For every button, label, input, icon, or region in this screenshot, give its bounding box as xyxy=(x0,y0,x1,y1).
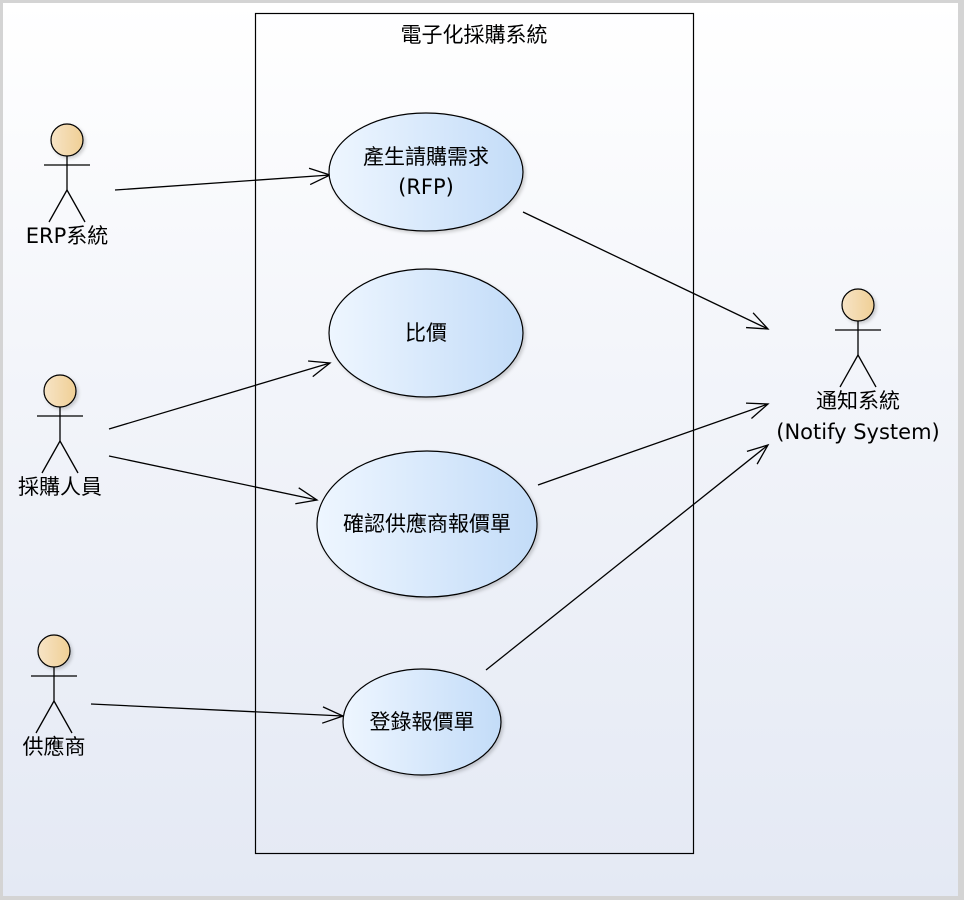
association-erp-rfp[interactable] xyxy=(114,167,332,191)
system-boundary-frame xyxy=(254,12,695,855)
use-case-register[interactable]: 登錄報價單 xyxy=(342,668,502,776)
actor-buyer[interactable]: 採購人員 xyxy=(18,374,102,499)
association-supplier-register[interactable] xyxy=(90,703,345,724)
association-line xyxy=(522,211,769,330)
use-case-rfp[interactable]: 產生請購需求 (RFP) xyxy=(328,112,524,232)
use-case-ellipse xyxy=(342,668,502,776)
actor-notify[interactable]: 通知系統 (Notify System) xyxy=(776,288,940,444)
association-line xyxy=(90,703,344,717)
stick-figure-icon xyxy=(44,123,90,223)
associations xyxy=(90,167,770,724)
association-line xyxy=(108,455,318,501)
use-case-label: (RFP) xyxy=(398,175,454,199)
use-case-ellipse xyxy=(316,450,538,598)
actor-label: 通知系統 xyxy=(816,389,900,413)
diagram-canvas: 電子化採購系統 產生請購需求 (RFP) 比價確認供應商報價單登錄報價單 ERP系統… xyxy=(3,3,958,896)
association-line xyxy=(485,444,769,671)
open-arrowhead-icon xyxy=(308,360,332,378)
use-case-confirm[interactable]: 確認供應商報價單 xyxy=(316,450,538,598)
association-line xyxy=(108,362,331,430)
actor-label: 採購人員 xyxy=(18,475,102,499)
association-buyer-compare[interactable] xyxy=(108,360,332,430)
actor-supplier[interactable]: 供應商 xyxy=(23,634,86,759)
association-rfp-notify[interactable] xyxy=(522,211,770,330)
actor-label: ERP系統 xyxy=(26,224,109,248)
actor-erp[interactable]: ERP系統 xyxy=(26,123,109,248)
association-line xyxy=(114,174,331,191)
use-case-label: 登錄報價單 xyxy=(370,710,475,734)
actor-label: (Notify System) xyxy=(776,420,939,444)
stick-figure-icon xyxy=(37,374,83,474)
system-boundary[interactable]: 電子化採購系統 xyxy=(254,12,695,855)
open-arrowhead-icon xyxy=(746,443,770,465)
use-case-ellipse xyxy=(328,268,524,398)
stick-figure-icon xyxy=(835,288,881,388)
stick-figure-icon xyxy=(31,634,77,734)
open-arrowhead-icon xyxy=(295,487,319,505)
actor-label: 供應商 xyxy=(23,735,86,759)
association-register-notify[interactable] xyxy=(485,443,770,671)
association-confirm-notify[interactable] xyxy=(537,402,770,486)
use-case-label: 產生請購需求 xyxy=(363,145,489,169)
open-arrowhead-icon xyxy=(745,402,770,419)
open-arrowhead-icon xyxy=(746,312,770,330)
use-case-compare[interactable]: 比價 xyxy=(328,268,524,398)
system-boundary-title: 電子化採購系統 xyxy=(401,23,548,47)
use-case-label: 比價 xyxy=(405,321,447,345)
use-case-ellipse xyxy=(328,112,524,232)
association-line xyxy=(537,403,769,486)
association-buyer-confirm[interactable] xyxy=(108,455,319,505)
use-case-label: 確認供應商報價單 xyxy=(343,512,511,536)
